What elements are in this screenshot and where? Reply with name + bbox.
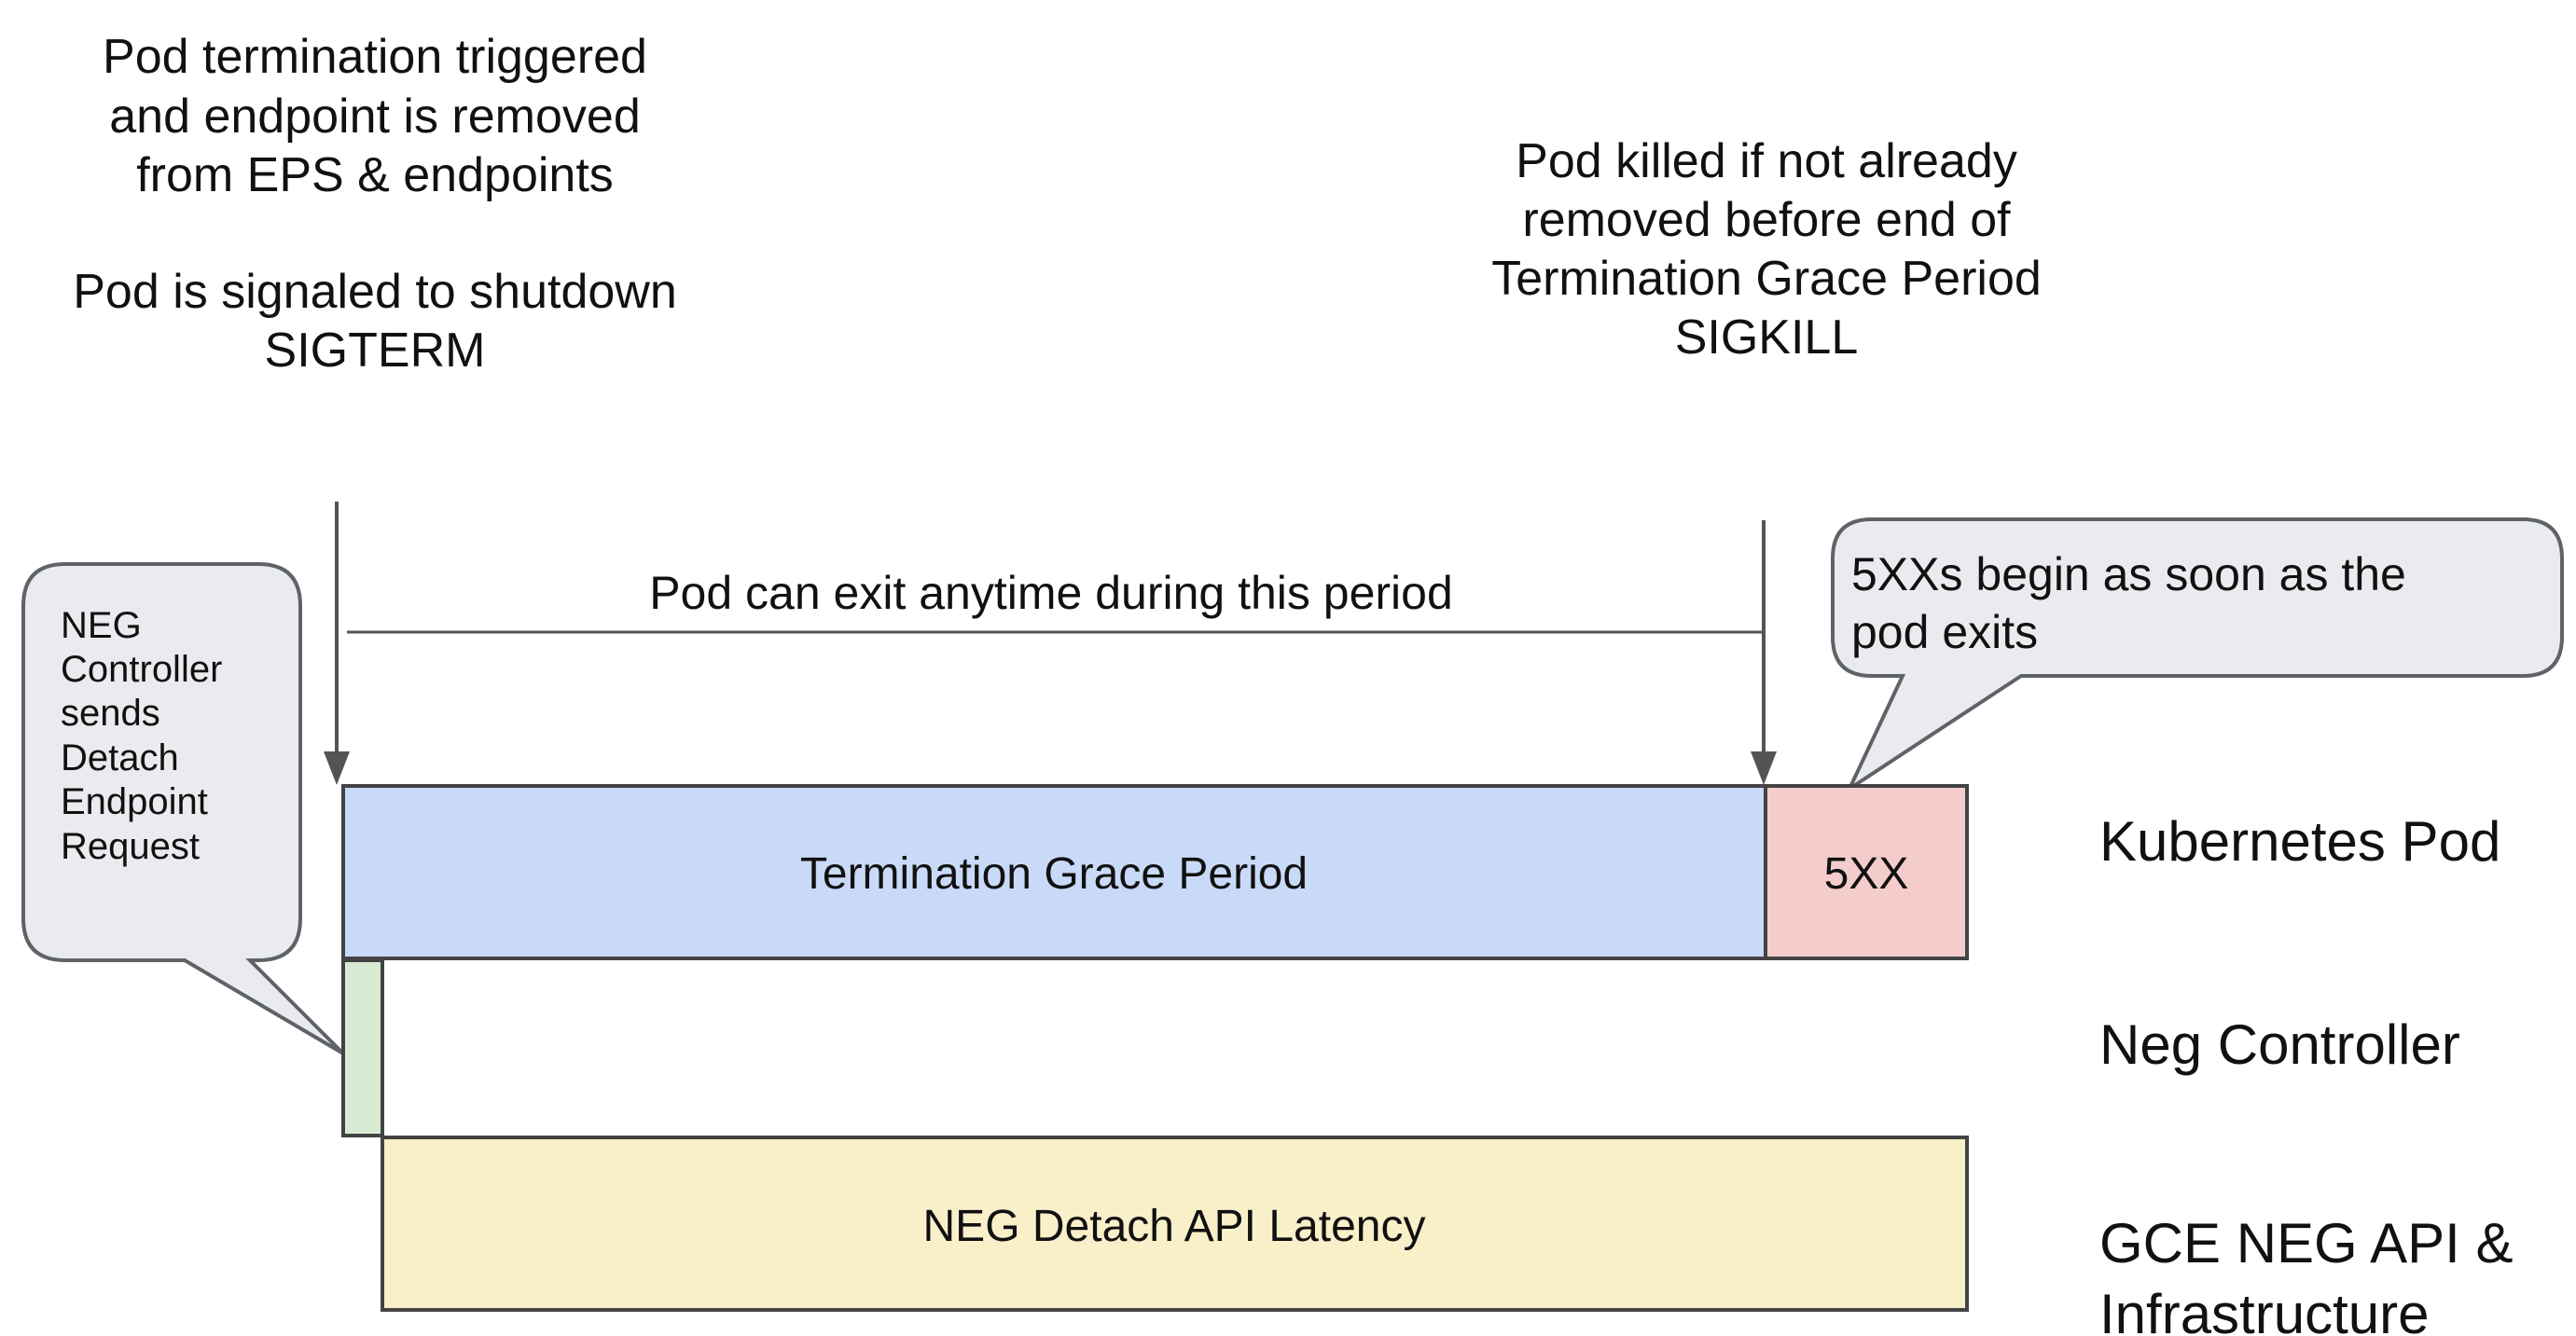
neg-controller-bar (341, 958, 384, 1137)
lane-label-neg-controller: Neg Controller (2099, 1013, 2460, 1076)
note-line: and endpoint is removed (109, 90, 641, 144)
lane-label-infrastructure: Infrastructure (2099, 1283, 2429, 1336)
note-line: Pod is signaled to shutdown (73, 265, 677, 319)
callout-line: Controller (61, 649, 222, 690)
sigterm-arrow (324, 502, 350, 785)
callout-line: Detach (61, 737, 179, 778)
neg-detach-bar (381, 1136, 1969, 1312)
note-pod-termination: Pod termination triggered and endpoint i… (73, 30, 677, 378)
note-line: from EPS & endpoints (136, 148, 614, 202)
callout-line: NEG (61, 605, 142, 646)
note-line: Pod termination triggered (103, 30, 647, 84)
lane-labels: Kubernetes Pod Neg Controller GCE NEG AP… (2099, 810, 2513, 1336)
lane-label-gce-neg-api: GCE NEG API & (2099, 1212, 2513, 1274)
termination-grace-period-label: Termination Grace Period (800, 849, 1308, 899)
sigkill-arrow (1751, 520, 1777, 785)
neg-detach-latency-bar: NEG Detach API Latency (381, 1136, 1969, 1312)
callout-line: sends (61, 693, 160, 734)
callout-line: 5XXs begin as soon as the (1851, 548, 2406, 600)
callout-neg-controller: NEG Controller sends Detach Endpoint Req… (21, 562, 345, 1055)
exit-window-label: Pod can exit anytime during this period (649, 567, 1453, 619)
note-line: removed before end of (1522, 193, 2011, 247)
callout-line: Request (61, 826, 200, 867)
5xx-bar (1764, 784, 1969, 960)
note-line: SIGKILL (1675, 310, 1859, 365)
note-line: SIGTERM (265, 324, 486, 378)
lane-label-kubernetes-pod: Kubernetes Pod (2099, 810, 2500, 873)
callout-5xx: 5XXs begin as soon as the pod exits (1831, 517, 2564, 794)
kubernetes-pod-bar: Termination Grace Period 5XX (341, 784, 1969, 960)
arrowhead-icon (324, 751, 350, 785)
speech-bubble (21, 562, 345, 1055)
arrowhead-icon (1751, 751, 1777, 785)
note-line: Pod killed if not already (1516, 134, 2017, 188)
callout-line: pod exits (1851, 606, 2038, 658)
neg-detach-label: NEG Detach API Latency (923, 1202, 1426, 1251)
callout-line: Endpoint (61, 781, 208, 822)
note-line: Termination Grace Period (1491, 252, 2042, 306)
note-pod-killed: Pod killed if not already removed before… (1491, 134, 2042, 365)
5xx-label: 5XX (1824, 849, 1909, 899)
speech-bubble (1831, 517, 2564, 794)
